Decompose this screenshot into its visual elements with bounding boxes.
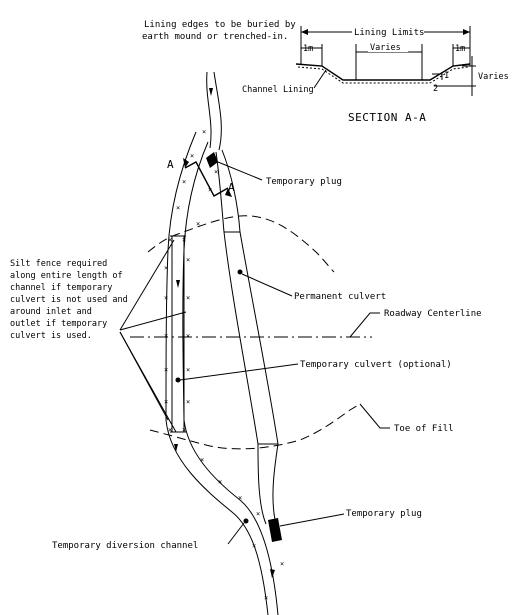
temporary-plug-top-icon xyxy=(206,152,218,168)
section-cut-line xyxy=(184,161,229,197)
svg-text:×: × xyxy=(186,398,190,406)
label-mask xyxy=(368,42,408,52)
svg-text:×: × xyxy=(190,152,194,160)
temporary-culvert-label: Temporary culvert (optional) xyxy=(300,360,452,370)
silt-fence-note-line: culvert is used. xyxy=(10,331,92,341)
slope-triangle xyxy=(432,73,443,80)
svg-text:×: × xyxy=(202,128,206,136)
silt-fence-marks: × × × × × × × × × × × × × × × × × × × × … xyxy=(164,128,284,602)
leader-line xyxy=(241,273,293,297)
toe-of-fill-label: Toe of Fill xyxy=(394,424,454,434)
slope-1-label: 1 xyxy=(444,71,449,81)
svg-text:×: × xyxy=(256,510,260,518)
flow-arrow-icon xyxy=(209,88,213,96)
leader-line xyxy=(217,161,263,181)
svg-text:×: × xyxy=(186,366,190,374)
svg-text:×: × xyxy=(280,560,284,568)
temp-plug-bottom-label: Temporary plug xyxy=(346,509,422,519)
natural-channel-bank-right xyxy=(221,149,279,525)
svg-text:×: × xyxy=(200,456,204,464)
diversion-channel-point-icon xyxy=(243,518,249,524)
svg-text:×: × xyxy=(186,294,190,302)
temp-plug-top-label: Temporary plug xyxy=(266,177,342,187)
channel-lining-layer xyxy=(297,66,469,84)
svg-text:×: × xyxy=(182,426,186,434)
temporary-plug-bottom-icon xyxy=(268,518,282,542)
callouts: Temporary plug Permanent culvert Roadway… xyxy=(10,161,482,551)
slope-2-label: 2 xyxy=(433,84,438,94)
channel-profile xyxy=(295,63,471,81)
arrow-right-icon xyxy=(463,29,470,35)
section-title: SECTION A-A xyxy=(348,111,426,124)
flow-arrow-icon xyxy=(176,280,180,288)
leader-line xyxy=(119,311,187,331)
lining-note-line2: earth mound or trenched-in. xyxy=(142,32,288,42)
svg-text:×: × xyxy=(164,264,168,272)
dim-1m-left-label: 1m xyxy=(303,44,313,54)
label-mask xyxy=(352,26,424,38)
plan-view: A A × × × × × × × × × xyxy=(130,71,372,615)
natural-channel-bank-left xyxy=(215,151,267,525)
section-mark-right: A xyxy=(228,181,235,194)
diversion-channel-label: Temporary diversion channel xyxy=(52,541,198,551)
toe-of-fill-upper xyxy=(147,215,335,273)
flow-arrow-icon xyxy=(174,444,178,452)
svg-text:×: × xyxy=(208,186,212,194)
svg-text:×: × xyxy=(252,542,256,550)
leader-line xyxy=(119,331,177,433)
svg-text:×: × xyxy=(182,178,186,186)
arrow-left-icon xyxy=(301,29,308,35)
svg-text:×: × xyxy=(214,168,218,176)
lining-note-line1: Lining edges to be buried by xyxy=(144,20,296,30)
silt-fence-note-line: along entire length of xyxy=(10,271,123,281)
leader-line xyxy=(359,403,390,429)
svg-text:×: × xyxy=(186,332,190,340)
svg-text:×: × xyxy=(168,426,172,434)
svg-text:×: × xyxy=(218,478,222,486)
roadway-centerline-label: Roadway Centerline xyxy=(384,309,482,319)
toe-of-fill-lower xyxy=(149,403,361,450)
dim-varies-width-label: Varies xyxy=(370,43,401,53)
svg-text:×: × xyxy=(164,332,168,340)
svg-text:×: × xyxy=(186,256,190,264)
svg-text:×: × xyxy=(196,220,200,228)
silt-fence-note-line: outlet if temporary xyxy=(10,319,107,329)
leader-line xyxy=(313,69,327,89)
flow-arrow-icon xyxy=(270,569,275,578)
section-a-a-detail: Lining edges to be buried by earth mound… xyxy=(142,20,509,124)
dim-1m-right-label: 1m xyxy=(455,44,465,54)
section-mark-left: A xyxy=(167,158,174,171)
svg-text:×: × xyxy=(164,294,168,302)
leader-line xyxy=(349,312,380,338)
silt-fence-note-line: channel if temporary xyxy=(10,283,112,293)
svg-text:×: × xyxy=(182,236,186,244)
upstream-channel-bank-right xyxy=(213,71,222,151)
silt-fence-note: Silt fence required along entire length … xyxy=(10,259,128,341)
section-arrow-icon xyxy=(225,188,232,197)
section-arrow-icon xyxy=(183,158,189,168)
leader-line xyxy=(179,363,299,381)
svg-text:×: × xyxy=(238,494,242,502)
silt-fence-note-line: Silt fence required xyxy=(10,259,107,269)
upstream-channel-bank-left xyxy=(206,71,212,149)
svg-text:×: × xyxy=(164,366,168,374)
dim-varies-depth-label: Varies xyxy=(478,72,509,82)
svg-text:×: × xyxy=(264,594,268,602)
temporary-culvert-point-icon xyxy=(175,377,181,383)
lining-limits-label: Lining Limits xyxy=(354,28,424,38)
leader-line xyxy=(119,239,175,331)
silt-fence-note-line: culvert is not used and xyxy=(10,295,128,305)
svg-text:×: × xyxy=(176,204,180,212)
leader-line xyxy=(279,513,345,527)
channel-lining-label: Channel Lining xyxy=(242,85,314,95)
permanent-culvert-point-icon xyxy=(237,269,243,275)
silt-fence-note-line: around inlet and xyxy=(10,307,92,317)
leader-line xyxy=(227,522,245,545)
svg-text:×: × xyxy=(168,236,172,244)
permanent-culvert-label: Permanent culvert xyxy=(294,292,386,302)
svg-text:×: × xyxy=(164,398,168,406)
